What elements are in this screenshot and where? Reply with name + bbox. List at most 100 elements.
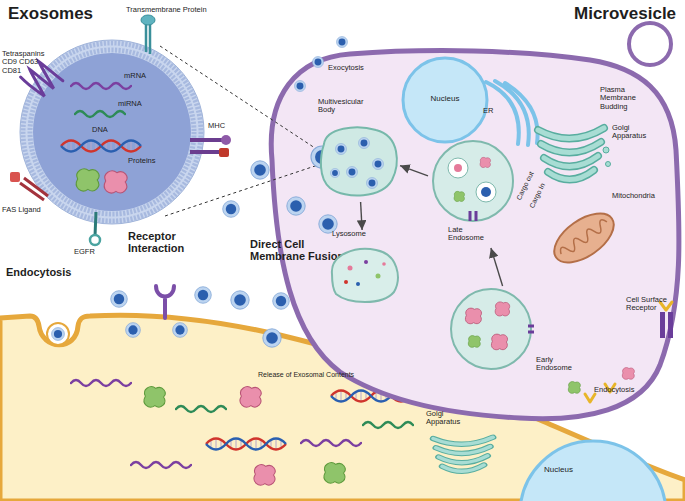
organelle-part [491, 334, 507, 350]
mirna [176, 406, 226, 412]
process-arrow [400, 166, 428, 176]
mrna [71, 83, 131, 89]
annotation-label: Cell Surface Receptor [626, 296, 680, 313]
annotation-label: Release of Exosomal Contents [258, 371, 354, 379]
organelle-part [433, 437, 492, 471]
organelle-part [495, 302, 510, 316]
organelle-part [330, 168, 339, 177]
mirna [363, 422, 413, 428]
surface-receptor [668, 312, 673, 338]
mhc [219, 148, 229, 157]
organelle-part [348, 266, 353, 271]
organelle-part [465, 308, 481, 324]
annotation-label: mRNA [124, 72, 146, 80]
organelle-part [332, 249, 398, 302]
organelle-shape [430, 138, 516, 224]
annotation-label: Endocytosis [594, 386, 634, 394]
organelle-part [520, 441, 666, 501]
organelle-node: Early Endosome [448, 286, 588, 386]
donor-cell [271, 51, 679, 419]
organelle-node: Golgi Apparatus [532, 120, 672, 190]
organelle-part [486, 81, 538, 145]
mrna [131, 462, 191, 468]
exosome [195, 287, 212, 304]
mirna [75, 111, 125, 117]
mrna [71, 380, 131, 386]
organelle-label: Early Endosome [536, 356, 586, 373]
transmembrane-protein [146, 24, 150, 54]
organelle-part [546, 204, 622, 272]
organelle-node: Lysosome [326, 230, 402, 306]
organelle-part [344, 280, 348, 284]
organelle-part [356, 282, 360, 286]
organelle-part [476, 182, 496, 202]
organelle-part [346, 166, 357, 177]
organelle-part [451, 289, 531, 369]
dna [61, 141, 141, 152]
organelle-label: Multivesicular Body [318, 98, 382, 115]
protein [254, 465, 275, 485]
organelle-node: ER [480, 80, 542, 146]
mhc [221, 135, 231, 145]
organelle-part [481, 187, 491, 197]
annotation-label: DNA [92, 126, 108, 134]
exosome [312, 56, 323, 67]
annotation-label: Endocytosis [6, 266, 71, 278]
mhc [190, 140, 222, 152]
annotation-label: miRNA [118, 100, 142, 108]
organelle-part [366, 177, 377, 188]
organelle-label: ER [483, 107, 493, 115]
organelle-node: Nucleus [401, 56, 489, 144]
zoom-line [160, 46, 318, 216]
organelle-node: Golgi Apparatus [420, 410, 502, 478]
organelle-part [358, 137, 369, 148]
endocytic-vesicle [47, 323, 69, 345]
protein [324, 463, 345, 483]
organelle-part [558, 218, 610, 258]
organelle-label: Late Endosome [448, 226, 494, 243]
organelle-shape [548, 204, 620, 272]
annotation-label: Microvesicle [574, 4, 676, 23]
exosome [231, 291, 249, 309]
organelle-part [433, 437, 492, 471]
protein [76, 169, 99, 191]
organelle-shape [448, 286, 534, 372]
egfr [95, 212, 96, 236]
receptor [156, 286, 174, 318]
annotation-label: FAS Ligand [2, 206, 41, 214]
organelle-part [603, 147, 609, 153]
organelle-shape [326, 244, 402, 304]
fas-ligand [20, 178, 48, 200]
organelle-shape [428, 432, 498, 478]
organelle-label: Lysosome [332, 230, 366, 238]
cargo [622, 368, 634, 380]
organelle-node: Multivesicular Body [316, 98, 400, 202]
process-arrow [491, 248, 503, 286]
annotation-label: Direct Cell Membrane Fusion [250, 238, 345, 263]
organelle-part [546, 204, 622, 272]
exosome [336, 36, 347, 47]
surface-receptor [660, 312, 665, 338]
exosome [223, 201, 240, 218]
organelle-shape [316, 124, 400, 200]
organelle-part [321, 127, 397, 195]
protein [240, 387, 261, 407]
dna [206, 439, 286, 450]
egfr [90, 235, 100, 245]
exosome [52, 328, 65, 341]
exosome [273, 293, 290, 310]
organelle-label: Mitochondria [612, 192, 655, 200]
exosome [294, 80, 305, 91]
annotation-label: Proteins [128, 157, 156, 165]
exosome [126, 323, 141, 338]
organelle-part [468, 336, 480, 348]
annotation-label: Plasma Membrane Budding [600, 86, 650, 111]
organelle-part [364, 260, 368, 264]
fusing-exosome [263, 329, 281, 347]
annotation-label: Exosomes [8, 4, 93, 23]
organelle-label: Nucleus [544, 466, 573, 475]
cargo [568, 382, 580, 394]
organelle-part [606, 162, 611, 167]
